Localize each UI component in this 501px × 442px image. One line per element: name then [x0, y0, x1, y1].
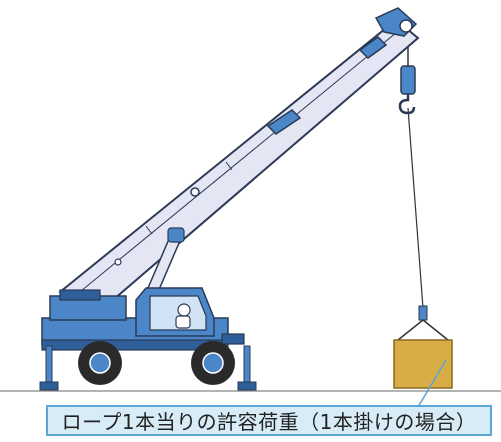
crane-hook-icon — [398, 65, 416, 115]
outrigger-front — [39, 345, 59, 391]
callout-leader — [417, 359, 447, 408]
hoist-rope-lower — [407, 107, 424, 309]
carrier-body — [41, 289, 245, 351]
operator-cab — [135, 287, 215, 337]
front-wheel — [78, 341, 122, 385]
outrigger-rear — [237, 345, 257, 391]
suspended-load — [393, 339, 453, 389]
caption-text: ロープ1本当りの許容荷重（1本掛けの場合） — [61, 410, 477, 434]
load-sling — [397, 305, 449, 341]
caption-box: ロープ1本当りの許容荷重（1本掛けの場合） — [46, 405, 492, 436]
operator-icon — [175, 303, 191, 329]
rear-wheel — [191, 341, 235, 385]
telescopic-boom — [58, 7, 420, 320]
